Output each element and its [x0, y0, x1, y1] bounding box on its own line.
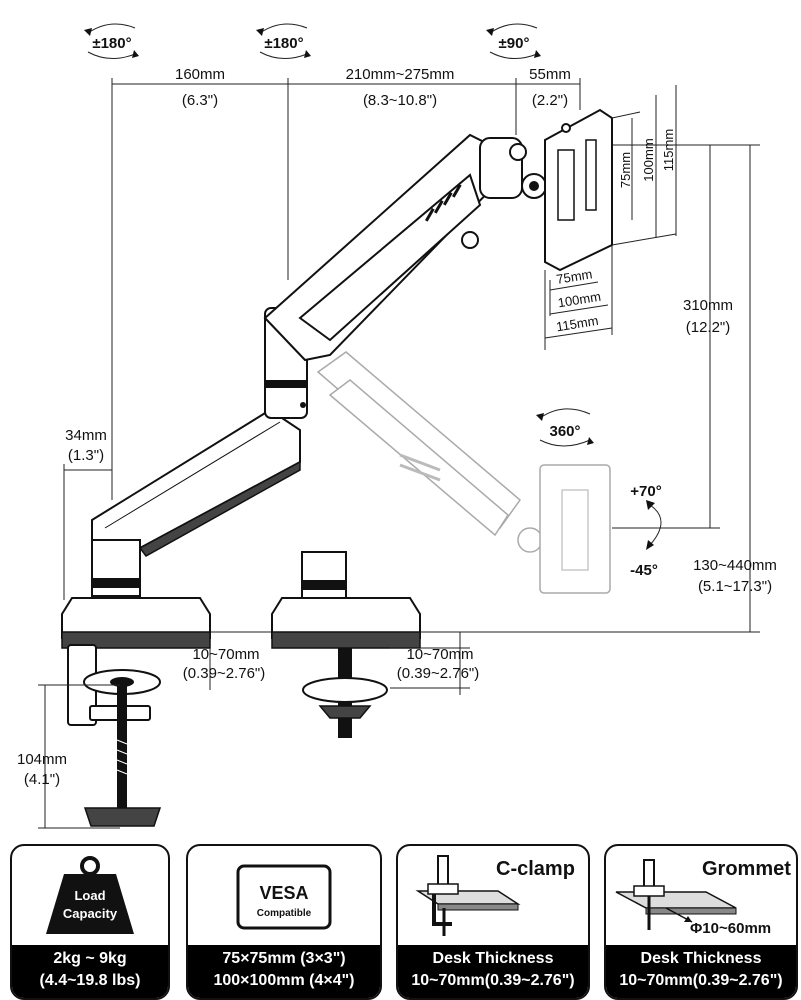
dimension-label: (4.1") [24, 771, 60, 788]
dimension-label: 34mm [65, 427, 107, 444]
dimension-label: 130~440mm [693, 557, 777, 574]
rotation-label: ±180° [92, 35, 131, 52]
vesa-title: VESA [259, 883, 308, 903]
rotation-badge-base: ±180° [84, 23, 139, 59]
vesa-badge-icon: VESA Compatible [236, 864, 332, 930]
badge-line1: Load [74, 888, 105, 903]
panel-grommet: Grommet Φ10~60mm Desk Thickness 10~70mm(… [604, 844, 798, 1000]
dimension-label: 55mm [529, 66, 571, 83]
vesa-v-label: 115mm [661, 129, 676, 171]
dimension-label: (1.3") [68, 447, 104, 464]
monitor-arm-diagram: ±180° ±180° ±90° 160mm (6.3") 210mm~275m… [17, 23, 777, 829]
caption-line1: Desk Thickness [640, 950, 762, 967]
dimension-label: (5.1~17.3") [698, 578, 772, 595]
vesa-h-label: 100mm [557, 289, 602, 311]
rotation-label: ±180° [264, 35, 303, 52]
caption-line1: 2kg ~ 9kg [53, 950, 127, 967]
caption-line2: 100×100mm (4×4") [213, 972, 355, 989]
dimension-label: (6.3") [182, 92, 218, 109]
swivel-badge: 360° [536, 408, 594, 447]
grommet-hole-label: Φ10~60mm [690, 920, 772, 937]
dimension-label: 210mm~275mm [346, 66, 455, 83]
panel-load-capacity: Load Capacity 2kg ~ 9kg (4.4~19.8 lbs) [10, 844, 170, 1000]
tilt-up-label: +70° [630, 483, 661, 500]
dimension-label: 160mm [175, 66, 225, 83]
dimension-label: (12.2") [686, 319, 731, 336]
vesa-v-label: 100mm [641, 138, 656, 181]
rotation-badge-elbow: ±180° [256, 23, 311, 59]
panel-title: Grommet [702, 858, 791, 880]
rotation-label: ±90° [499, 35, 530, 52]
lowered-arm-ghost [316, 351, 611, 594]
monitor-arm [61, 108, 613, 827]
feature-panels: Load Capacity 2kg ~ 9kg (4.4~19.8 lbs) V… [0, 840, 801, 1000]
dimension-label: 104mm [17, 751, 67, 768]
grommet-icon [615, 859, 737, 930]
caption-line1: Desk Thickness [432, 950, 554, 967]
dimension-label: (0.39~2.76") [397, 665, 479, 682]
vesa-h-label: 115mm [555, 313, 599, 334]
c-clamp-icon [415, 855, 521, 936]
panel-title: C-clamp [496, 858, 575, 880]
dimension-label: 10~70mm [192, 646, 259, 663]
dimension-label: (0.39~2.76") [183, 665, 265, 682]
weight-icon: Load Capacity [46, 856, 134, 934]
panel-vesa: VESA Compatible 75×75mm (3×3") 100×100mm… [186, 844, 382, 1000]
vesa-v-label: 75mm [618, 152, 633, 188]
vesa-dimensions: 75mm 100mm 115mm 75mm 100mm 115mm [544, 85, 677, 350]
dimension-label: (8.3~10.8") [363, 92, 437, 109]
vesa-h-label: 75mm [555, 266, 593, 286]
dimension-label: (2.2") [532, 92, 568, 109]
rotation-label: 360° [549, 423, 580, 440]
caption-line2: 10~70mm(0.39~2.76") [411, 972, 575, 989]
caption-line2: 10~70mm(0.39~2.76") [619, 972, 783, 989]
dimension-label: 10~70mm [406, 646, 473, 663]
panel-c-clamp: C-clamp Desk Thickness 10~70mm(0.39~2.76… [396, 844, 590, 1000]
dimension-label: 310mm [683, 297, 733, 314]
caption-line2: (4.4~19.8 lbs) [39, 972, 141, 989]
vesa-sub: Compatible [257, 908, 312, 919]
caption-line1: 75×75mm (3×3") [222, 950, 346, 967]
rotation-badge-head: ±90° [486, 23, 541, 59]
tilt-down-label: -45° [630, 562, 658, 579]
badge-line2: Capacity [63, 906, 118, 921]
